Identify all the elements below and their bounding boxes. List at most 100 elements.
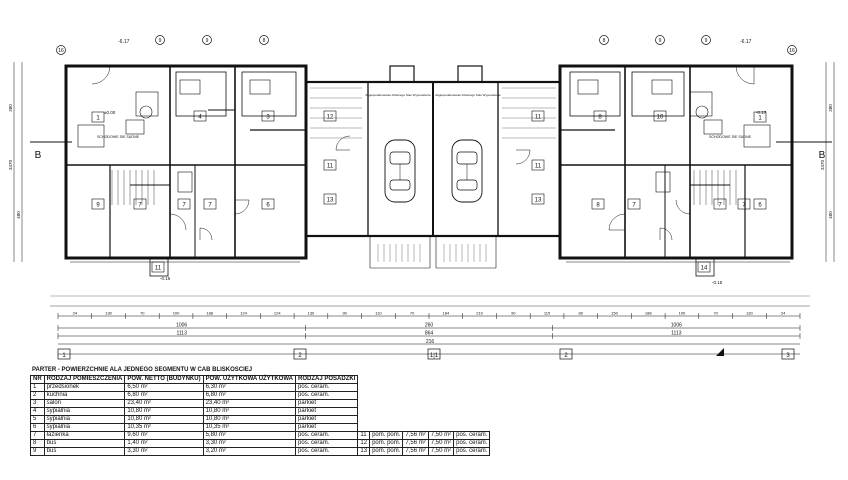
table-cell: 10,35 m² <box>124 423 204 432</box>
table-cell: 1,40 m² <box>124 439 204 448</box>
room-number: 7 <box>208 203 212 209</box>
table-cell: 3,30 m² <box>202 439 297 448</box>
table-header-cell: RODZAJ POSADZKI <box>295 375 359 384</box>
table-cell: pos. ceram. <box>295 431 359 440</box>
left-bed-room-small <box>241 71 297 117</box>
right-unit-outer-wall <box>558 64 794 260</box>
table-cell: 9,60 m² <box>124 431 204 440</box>
room-number: 8 <box>598 115 602 121</box>
dim-row-top-label: 70 <box>410 311 415 316</box>
room-number: 7 <box>632 203 636 209</box>
table-side-cell: pos. ceram. <box>453 431 491 440</box>
grid-axis-label: 2 <box>564 353 568 359</box>
dim-side-left-1: 380 <box>8 104 13 112</box>
table-header-cell: POW. UŻYTKOWA UŻYTKOWA <box>202 375 297 384</box>
table-cell: 9 <box>30 447 45 456</box>
room-number-box <box>91 111 105 123</box>
room-number-box <box>323 159 337 171</box>
right-door-2 <box>675 199 691 215</box>
grid-axis-label: 1 <box>62 353 66 359</box>
left-garage-vent <box>389 65 415 83</box>
level-mark-right: -0.17 <box>756 110 767 115</box>
room-number: 13 <box>535 198 542 204</box>
axis-top-3-circle <box>202 35 212 45</box>
left-bath-room <box>175 71 227 117</box>
room-number: 11 <box>327 164 334 170</box>
table-cell: 4 <box>30 407 45 416</box>
room-number-box <box>261 198 275 210</box>
dim-row-mid-label: 260 <box>425 323 434 329</box>
left-door-2 <box>234 199 250 215</box>
axis-top-7-circle <box>701 35 711 45</box>
room-number-box <box>653 110 667 122</box>
car-windshield <box>389 151 411 165</box>
table-header-cell: POW. NETTO (BUDYNKU) <box>124 375 204 384</box>
table-side-cell: pom. pom. <box>369 439 404 448</box>
table-cell: parkiet <box>295 423 359 432</box>
right-bed <box>651 79 673 95</box>
right-plant-icon <box>695 105 709 119</box>
table-cell: salon <box>43 399 126 408</box>
left-terrace-box <box>149 257 169 277</box>
dim-row-top-label: 124 <box>240 311 247 316</box>
table-cell: 6,80 m² <box>202 391 297 400</box>
table-cell: 10,35 m² <box>202 423 297 432</box>
table-side-cell: 13 <box>357 447 371 456</box>
car-rear-window <box>456 179 478 191</box>
grid-axis-label: 1|1 <box>430 353 439 359</box>
table-cell: pos. ceram. <box>295 391 359 400</box>
car-body <box>451 139 483 203</box>
axis-top-7-label: 9 <box>705 38 708 44</box>
right-armchair <box>703 119 723 135</box>
dim-row-low-label: 1113 <box>671 331 682 337</box>
room-number-box <box>753 198 767 210</box>
room-number: 6 <box>758 203 762 209</box>
right-garage-vent <box>457 65 483 83</box>
table-cell: sypialnia <box>43 407 126 416</box>
table-cell: bus <box>43 447 126 456</box>
dim-row-top-label: 90 <box>342 311 347 316</box>
grid-axis-box <box>559 348 573 360</box>
dim-row-top-label: 80 <box>579 311 584 316</box>
room-number: 9 <box>96 203 100 209</box>
left-storage-door <box>335 135 351 151</box>
left-plant-icon <box>139 105 153 119</box>
right-wc-door <box>659 227 673 241</box>
dim-row-low-label: 864 <box>425 331 434 337</box>
table-cell: 10,80 m² <box>202 415 297 424</box>
right-bed-room-small <box>569 71 621 117</box>
table-header-cell: RODZAJ POMIESZCZENIA <box>43 375 126 384</box>
axis-top-5-label: 8 <box>603 38 606 44</box>
table-cell: 6,30 m² <box>202 383 297 392</box>
dim-row-top-label: 124 <box>274 311 281 316</box>
table-cell: 6 <box>30 423 45 432</box>
room-number: 11 <box>535 164 542 170</box>
left-bathtub <box>177 171 193 193</box>
table-header-cell: NR <box>30 375 45 384</box>
table-side-cell: pos. ceram. <box>453 439 491 448</box>
right-door-1 <box>608 213 626 231</box>
room-number: 14 <box>701 266 708 272</box>
right-storage-door <box>515 149 531 165</box>
dim-side-left-2: 3470 <box>8 159 13 170</box>
axis-top-8-circle <box>787 45 797 55</box>
room-number: 12 <box>327 115 334 121</box>
room-number: 7 <box>138 203 142 209</box>
right-sofa <box>689 91 713 117</box>
axis-top-1-circle <box>56 45 66 55</box>
room-number-box <box>133 198 147 210</box>
table-cell: 7 <box>30 431 45 440</box>
dim-row-top-label: 130 <box>746 311 753 316</box>
table-side-cell: 7,56 m² <box>402 431 429 440</box>
dim-row-top-label: 100 <box>173 311 180 316</box>
room-number-box <box>177 198 191 210</box>
dim-row-top-label: 188 <box>645 311 652 316</box>
room-number-box <box>627 198 641 210</box>
table-cell: sypialnia <box>43 415 126 424</box>
table-cell: 10,80 m² <box>202 407 297 416</box>
dim-row-top-label: 100 <box>679 311 686 316</box>
